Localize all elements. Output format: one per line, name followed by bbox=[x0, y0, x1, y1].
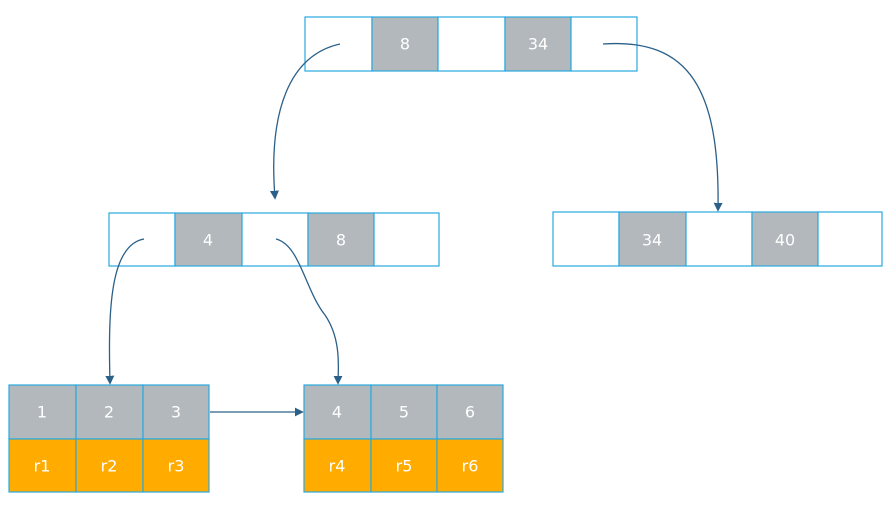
leaf-1-row-1-label: r1 bbox=[34, 457, 51, 476]
leaf-1-key-2-label: 2 bbox=[104, 403, 114, 422]
edge-internal-left-to-leaf-2 bbox=[275, 238, 343, 385]
edge-internal-left-to-leaf-1 bbox=[105, 238, 145, 385]
leaf-2-row-2-label: r5 bbox=[396, 457, 413, 476]
internal-node-right: 34 40 bbox=[552, 211, 883, 267]
leaf-1-key-1-label: 1 bbox=[37, 403, 47, 422]
leaf-2-key-2-label: 5 bbox=[399, 403, 409, 422]
internal-right-pointer-cell-2 bbox=[685, 211, 753, 267]
leaf-2-key-cell-3 bbox=[436, 384, 504, 440]
leaf-2-key-cell-1 bbox=[303, 384, 372, 440]
internal-left-key-1-label: 4 bbox=[203, 231, 213, 250]
leaf-1-row-3-label: r3 bbox=[168, 457, 185, 476]
leaf-1-row-cell-1 bbox=[8, 438, 77, 493]
leaf-1-row-cell-2 bbox=[75, 438, 144, 493]
internal-right-key-1-label: 34 bbox=[642, 231, 662, 250]
internal-left-pointer-cell-2 bbox=[241, 212, 309, 267]
leaf-1-row-2-label: r2 bbox=[101, 457, 118, 476]
leaf-2-row-1-label: r4 bbox=[329, 457, 346, 476]
internal-right-key-cell-2 bbox=[751, 211, 819, 267]
root-key-cell-1 bbox=[371, 16, 439, 72]
root-pointer-cell-2 bbox=[437, 16, 506, 72]
leaf-2-key-1-label: 4 bbox=[332, 403, 342, 422]
root-key-2-label: 34 bbox=[528, 35, 548, 54]
leaf-2-key-3-label: 6 bbox=[465, 403, 475, 422]
leaf-1-row-cell-3 bbox=[142, 438, 210, 493]
leaf-1-key-cell-1 bbox=[8, 384, 77, 440]
internal-left-key-cell-1 bbox=[174, 212, 243, 267]
leaf-2-row-cell-2 bbox=[370, 438, 438, 493]
internal-right-pointer-cell-3 bbox=[817, 211, 883, 267]
internal-right-pointer-cell-1 bbox=[552, 211, 620, 267]
leaf-1-key-3-label: 3 bbox=[171, 403, 181, 422]
leaf-1-key-cell-3 bbox=[142, 384, 210, 440]
edge-root-to-internal-right bbox=[602, 42, 723, 212]
leaf-2-row-cell-1 bbox=[303, 438, 372, 493]
root-key-1-label: 8 bbox=[400, 35, 410, 54]
internal-left-key-cell-2 bbox=[307, 212, 375, 267]
internal-right-key-cell-1 bbox=[618, 211, 687, 267]
root-key-cell-2 bbox=[504, 16, 572, 72]
internal-left-pointer-cell-3 bbox=[373, 212, 440, 267]
leaf-node-2: 4 5 6 r4 r5 r6 bbox=[303, 384, 504, 493]
leaf-node-1: 1 2 3 r1 r2 r3 bbox=[8, 384, 210, 493]
internal-node-left: 4 8 bbox=[108, 212, 440, 267]
internal-left-key-2-label: 8 bbox=[336, 231, 346, 250]
leaf-2-key-cell-2 bbox=[370, 384, 438, 440]
edge-root-to-internal-left bbox=[269, 43, 341, 200]
root-node: 8 34 bbox=[304, 16, 638, 72]
leaf-2-row-cell-3 bbox=[436, 438, 504, 493]
leaf-2-row-3-label: r6 bbox=[462, 457, 479, 476]
internal-right-key-2-label: 40 bbox=[775, 231, 795, 250]
